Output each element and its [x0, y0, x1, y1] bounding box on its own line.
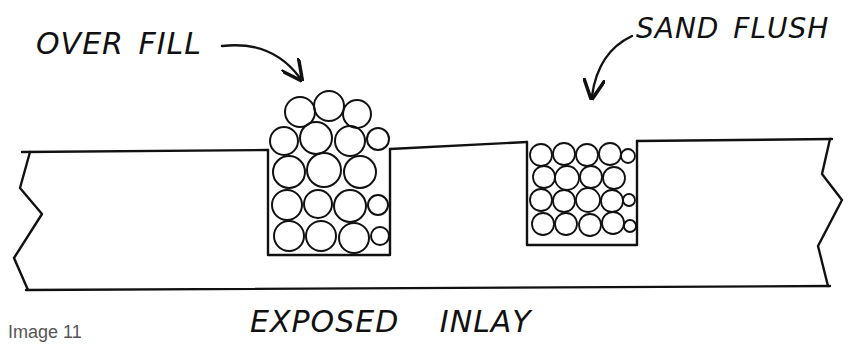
stone — [368, 195, 388, 215]
pointer-arrow — [222, 45, 300, 78]
stone — [270, 127, 298, 155]
stone — [272, 190, 302, 220]
stone — [335, 126, 365, 156]
stone — [623, 194, 635, 206]
stone — [533, 166, 555, 188]
stone — [314, 91, 344, 121]
stone — [307, 153, 341, 187]
stone — [300, 122, 332, 154]
stone — [334, 190, 366, 222]
board-top-edge — [390, 142, 527, 149]
stone — [576, 144, 598, 166]
stone — [304, 190, 332, 218]
overfill-stones — [270, 91, 389, 253]
break-line — [14, 152, 42, 290]
stone — [530, 144, 552, 166]
stone — [371, 227, 389, 245]
board-top-edge — [637, 139, 832, 141]
stone — [343, 100, 371, 128]
stone — [601, 190, 623, 212]
stone — [602, 212, 624, 234]
callout-label: SAND FLUSH — [636, 12, 829, 45]
stone — [580, 166, 602, 188]
stone — [624, 220, 636, 232]
flush-stones — [530, 143, 636, 236]
callout-label: OVER FILL — [36, 26, 202, 61]
stone — [339, 223, 369, 253]
inlay-cavity — [268, 149, 390, 255]
stone — [603, 167, 625, 189]
stone — [344, 156, 376, 188]
stone — [553, 190, 575, 212]
figure-caption: Image 11 — [8, 322, 82, 343]
pointer-arrow — [592, 36, 632, 96]
stone — [553, 143, 575, 165]
inlay-cavity — [527, 141, 637, 245]
stone — [579, 214, 601, 236]
stone — [621, 149, 635, 163]
stone — [576, 188, 600, 212]
stone — [306, 221, 336, 251]
stone — [555, 213, 577, 235]
break-line — [818, 139, 842, 286]
stone — [274, 221, 304, 251]
stone — [273, 156, 305, 188]
inlay-type-label: EXPOSED INLAY — [250, 304, 532, 339]
board-top-edge — [22, 150, 268, 152]
stone — [532, 213, 554, 235]
board-bottom-edge — [26, 286, 830, 290]
stone — [530, 189, 552, 211]
stone — [599, 143, 621, 165]
stone — [555, 166, 579, 190]
stone — [367, 128, 389, 150]
